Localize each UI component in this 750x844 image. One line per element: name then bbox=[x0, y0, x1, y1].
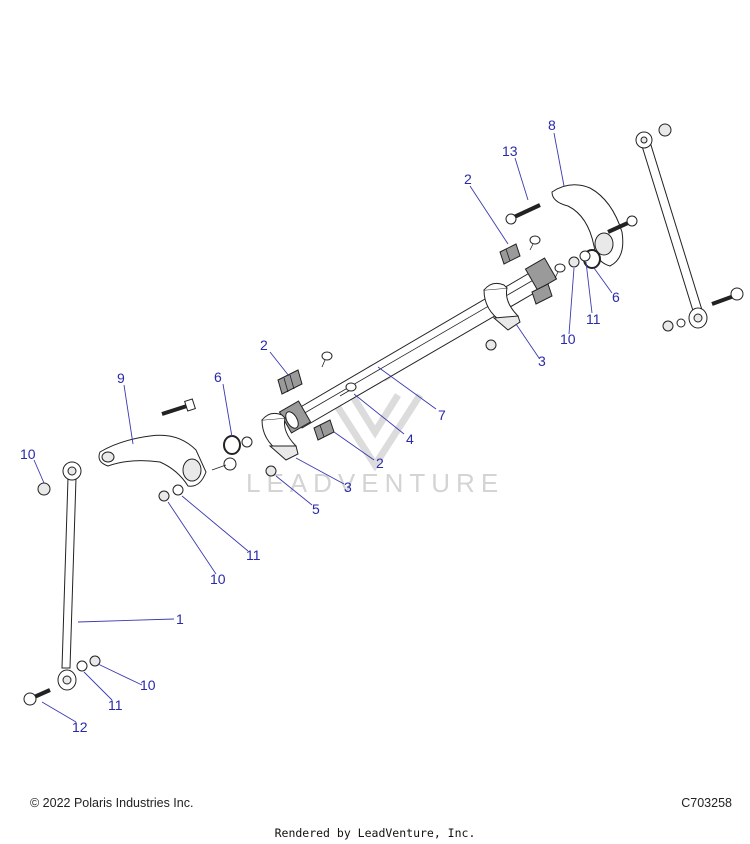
washer-right-10[interactable] bbox=[568, 256, 580, 268]
link-left[interactable] bbox=[57, 461, 82, 691]
bolt-part-12[interactable] bbox=[23, 688, 51, 706]
callout-5: 5 bbox=[312, 501, 320, 517]
callout-11-arm: 11 bbox=[246, 547, 261, 563]
callout-6-right: 6 bbox=[612, 289, 620, 305]
washer-right-11[interactable] bbox=[579, 250, 591, 262]
bolt-small-right[interactable] bbox=[529, 235, 541, 251]
callout-2-mid: 2 bbox=[376, 455, 384, 471]
callout-11-bottom: 11 bbox=[108, 697, 123, 713]
callout-10-bottom: 10 bbox=[140, 677, 156, 693]
drawing-id: C703258 bbox=[681, 796, 732, 810]
nut-right-small[interactable] bbox=[485, 339, 497, 351]
callout-10-right: 10 bbox=[560, 331, 576, 347]
washer-arm-left-11[interactable] bbox=[172, 484, 184, 496]
o-ring-left[interactable] bbox=[223, 435, 241, 455]
callout-9: 9 bbox=[117, 370, 125, 386]
callout-6-left: 6 bbox=[214, 369, 222, 385]
callouts: 1 2 2 2 3 3 4 5 6 6 7 8 9 10 10 10 10 11… bbox=[20, 117, 620, 735]
pin-part-4[interactable] bbox=[339, 382, 357, 397]
washer-link-right[interactable] bbox=[662, 318, 686, 332]
callout-2-left: 2 bbox=[260, 337, 268, 353]
bracket-left[interactable] bbox=[261, 412, 299, 461]
leader-lines bbox=[33, 132, 613, 723]
bolt-arm-right[interactable] bbox=[607, 215, 638, 234]
watermark-text: LEADVENTURE bbox=[246, 468, 504, 498]
bushing-upper-right[interactable] bbox=[499, 243, 521, 265]
bolt-left-arm-end[interactable] bbox=[211, 457, 237, 471]
callout-12: 12 bbox=[72, 719, 88, 735]
callout-3-right: 3 bbox=[538, 353, 546, 369]
callout-10-left-top: 10 bbox=[20, 446, 36, 462]
bracket-right[interactable] bbox=[483, 282, 521, 331]
nut-link-left-10[interactable] bbox=[89, 655, 101, 667]
bolt-arm-left[interactable] bbox=[161, 398, 196, 416]
callout-1: 1 bbox=[176, 611, 184, 627]
rendered-by-text: Rendered by LeadVenture, Inc. bbox=[274, 826, 476, 840]
stabilizer-bar[interactable] bbox=[278, 257, 558, 434]
bushing-mid[interactable] bbox=[313, 419, 335, 441]
callout-10-arm: 10 bbox=[210, 571, 226, 587]
bolt-small-upper[interactable] bbox=[321, 351, 333, 368]
callout-4: 4 bbox=[406, 431, 414, 447]
washer-arm-left-10[interactable] bbox=[158, 490, 170, 502]
arm-right[interactable] bbox=[551, 184, 624, 267]
nut-link-right-top[interactable] bbox=[658, 123, 672, 137]
callout-2-upper: 2 bbox=[464, 171, 472, 187]
bolt-link-right[interactable] bbox=[711, 287, 744, 306]
nut-part-5[interactable] bbox=[265, 465, 277, 477]
callout-8: 8 bbox=[548, 117, 556, 133]
copyright-text: © 2022 Polaris Industries Inc. bbox=[30, 796, 194, 810]
bolt-small-right-2[interactable] bbox=[554, 263, 566, 279]
callout-13: 13 bbox=[502, 143, 518, 159]
bushing-upper-left[interactable] bbox=[277, 369, 303, 395]
washer-link-left-11[interactable] bbox=[76, 660, 88, 672]
callout-3-left: 3 bbox=[344, 479, 352, 495]
arm-left[interactable] bbox=[98, 434, 207, 487]
link-right[interactable] bbox=[635, 131, 708, 329]
bolt-part-13[interactable] bbox=[505, 203, 541, 225]
bushing-right-lower[interactable] bbox=[531, 283, 553, 305]
nut-link-left-top[interactable] bbox=[37, 482, 51, 496]
callout-11-right: 11 bbox=[586, 311, 601, 327]
callout-7: 7 bbox=[438, 407, 446, 423]
nut-left-arm[interactable] bbox=[241, 436, 253, 448]
